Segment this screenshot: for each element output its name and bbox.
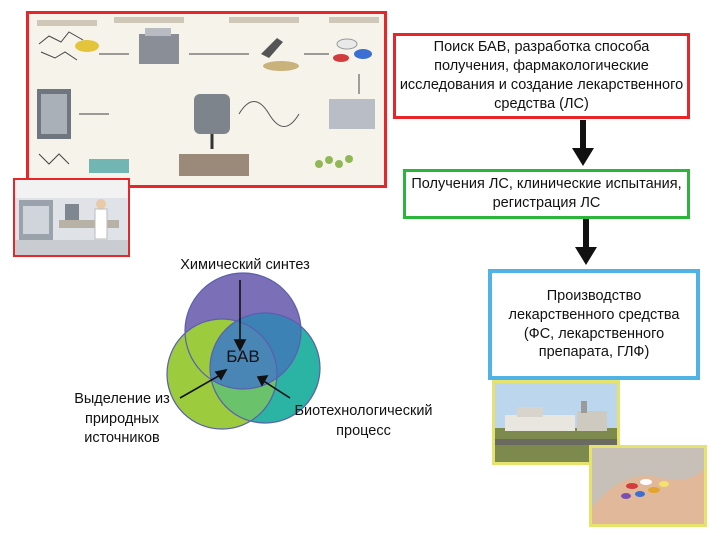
- stage-production-text: Производство лекарственного средства (ФС…: [508, 287, 680, 361]
- lab-photo: [13, 178, 130, 257]
- pills-photo: [589, 445, 707, 527]
- stage-clinical-box: Получения ЛС, клинические испытания, рег…: [403, 169, 690, 219]
- venn-label-natural: Выделение из природных источников: [74, 391, 170, 447]
- stage-research-text: Поиск БАВ, разработка способа получения,…: [399, 39, 684, 112]
- arrow-down-1: [572, 120, 594, 166]
- stage-clinical-text: Получения ЛС, клинические испытания, рег…: [411, 176, 682, 211]
- venn-diagram: [166, 272, 321, 430]
- factory-photo: [492, 380, 620, 465]
- research-collage: [26, 11, 387, 188]
- stage-research-box: Поиск БАВ, разработка способа получения,…: [393, 33, 690, 119]
- venn-label-chemical: Химический синтез: [180, 257, 310, 273]
- venn-label-biotech: Биотехнологический процесс: [294, 403, 433, 439]
- arrow-down-2: [575, 219, 597, 265]
- stage-production-box: Производство лекарственного средства (ФС…: [488, 269, 700, 380]
- venn-center-label: БАВ: [226, 347, 260, 366]
